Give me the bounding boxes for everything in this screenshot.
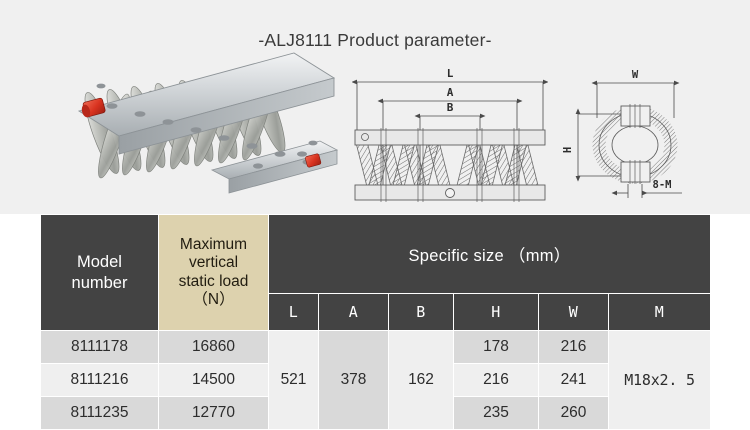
dimension-label-H: H <box>562 147 574 153</box>
cell-model-0: 8111178 <box>40 330 159 364</box>
product-overview-section: -ALJ8111 Product parameter- <box>0 0 750 214</box>
product-photo <box>77 52 339 194</box>
header-model-number-line1: Model <box>77 252 122 271</box>
header-model-number-line2: number <box>71 273 128 292</box>
upper-mounting-bar <box>77 52 336 165</box>
front-view-bolt-lines <box>380 128 520 202</box>
header-max-vertical-static-load: Maximum vertical static load （N） <box>158 214 269 331</box>
header-load-line3: static load <box>178 272 249 290</box>
dimension-label-B: B <box>447 101 454 114</box>
header-load-line2: vertical <box>188 254 239 272</box>
cell-load-2: 12770 <box>158 396 269 430</box>
header-col-W: W <box>538 293 609 331</box>
header-col-A: A <box>318 293 389 331</box>
front-view-drawing: L A B <box>352 67 548 202</box>
header-col-H: H <box>453 293 539 331</box>
dimension-L <box>352 79 548 132</box>
table-row: 8111235 12770 235 260 <box>40 396 711 430</box>
header-load-line1: Maximum <box>179 235 248 253</box>
cell-merged-B: 162 <box>388 330 454 430</box>
table-header-row-1: Model number Maximum vertical static loa… <box>40 214 712 331</box>
cell-model-2: 8111235 <box>40 396 159 430</box>
cell-load-1: 14500 <box>158 363 269 397</box>
end-cap-left <box>81 97 106 118</box>
cell-W-0: 216 <box>538 330 609 364</box>
header-specific-size: Specific size （mm） <box>267 214 712 294</box>
front-view-hole <box>445 188 455 198</box>
cell-H-1: 216 <box>453 363 539 397</box>
specification-table: Model number Maximum vertical static loa… <box>40 214 712 430</box>
dimension-label-L: L <box>447 67 454 80</box>
table-row: 8111178 16860 521 378 162 178 216 M18x2.… <box>40 330 712 430</box>
header-col-L: L <box>268 293 319 331</box>
header-col-B: B <box>388 293 454 331</box>
side-view-drawing: W H 8- <box>562 69 682 198</box>
cell-load-0: 16860 <box>158 330 269 364</box>
cell-model-1: 8111216 <box>40 363 159 397</box>
side-view-clamps <box>620 105 651 183</box>
end-cap-right <box>305 153 322 168</box>
dimension-label-W: W <box>632 69 639 81</box>
cell-H-2: 235 <box>453 396 539 430</box>
cell-H-0: 178 <box>453 330 539 364</box>
dimension-W <box>591 80 680 118</box>
callout-label-8M: 8-M <box>653 179 672 191</box>
cell-merged-A: 378 <box>318 330 389 430</box>
cell-merged-L: 521 <box>268 330 319 430</box>
cell-merged-M: M18x2. 5 <box>607 330 712 430</box>
header-model-number: Model number <box>40 214 159 331</box>
dimension-label-A: A <box>447 86 454 99</box>
cell-W-1: 241 <box>538 363 609 397</box>
header-load-line4: （N） <box>192 290 235 308</box>
header-col-M: M <box>607 293 712 331</box>
side-view-bolt-lines <box>629 104 641 184</box>
callout-8M <box>611 184 682 198</box>
page-title: -ALJ8111 Product parameter- <box>258 30 492 50</box>
cell-W-2: 260 <box>538 396 609 430</box>
table-header-row-2: L A B H W M <box>41 293 712 331</box>
